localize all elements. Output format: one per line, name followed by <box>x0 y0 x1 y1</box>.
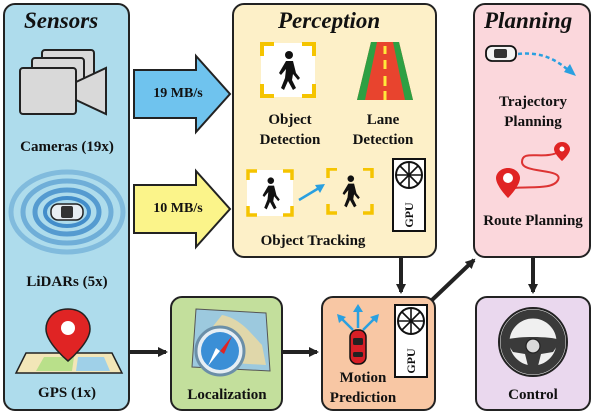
cameras-rate-label: 19 MB/s <box>153 86 203 101</box>
gpu-icon <box>392 158 426 232</box>
object-detection-icon <box>260 42 316 98</box>
cameras-label: Cameras (19x) <box>20 139 114 155</box>
sensors-title: Sensors <box>24 8 99 33</box>
lidar-icon <box>8 169 126 255</box>
lane-detection-label: Lane Detection <box>352 112 414 148</box>
lidars-label: LiDARs (5x) <box>26 274 108 290</box>
motion-gpu-icon <box>394 304 428 378</box>
localization-icon <box>191 308 271 377</box>
motion-car-icon <box>337 304 379 365</box>
motion-to-planning-arrow <box>430 258 476 302</box>
lidar-to-perception-arrow <box>133 168 232 250</box>
trajectory-label: Trajectory Planning <box>498 94 567 130</box>
lidar-rate-label: 10 MB/s <box>153 201 203 216</box>
trajectory-icon <box>485 45 576 76</box>
object-detection-label: Object Detection <box>259 112 321 148</box>
planning-title: Planning <box>484 8 573 33</box>
gps-map-icon <box>14 308 124 374</box>
perception-title: Perception <box>278 8 381 33</box>
route-icon <box>496 142 570 198</box>
control-label: Control <box>508 387 558 403</box>
object-tracking-icon <box>246 168 374 217</box>
lane-detection-icon <box>357 42 413 100</box>
route-label: Route Planning <box>483 213 583 229</box>
cameras-to-perception-arrow <box>133 53 232 135</box>
cameras-icon <box>19 49 107 116</box>
gps-label: GPS (1x) <box>38 385 96 401</box>
localization-label: Localization <box>187 387 267 403</box>
motion-prediction-label: Motion Prediction <box>329 370 397 406</box>
steering-wheel-icon <box>498 307 568 377</box>
object-tracking-label: Object Tracking <box>260 233 366 249</box>
